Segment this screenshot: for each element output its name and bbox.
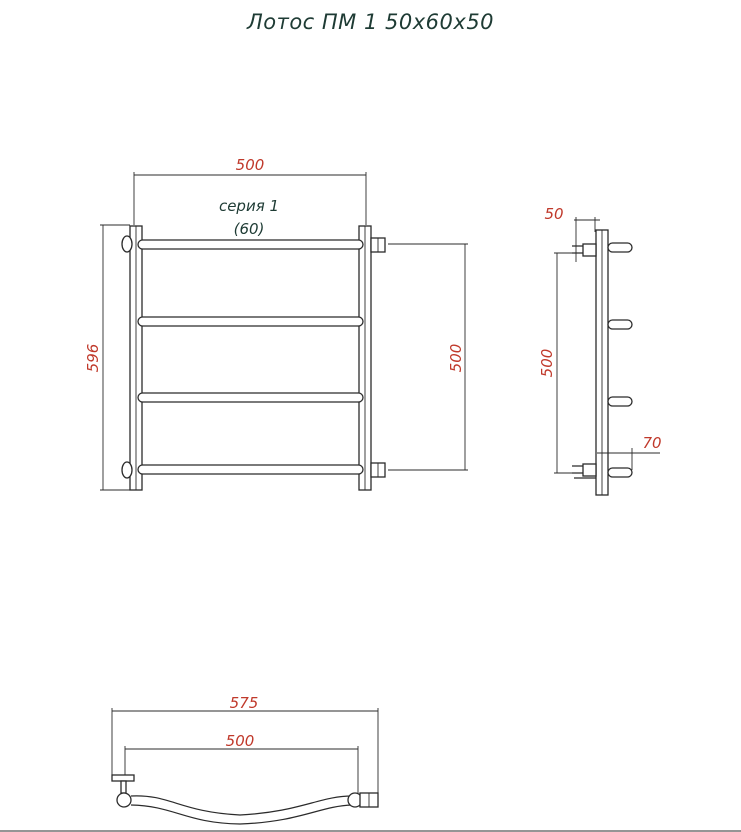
front-width-dimension: 500	[133, 156, 367, 225]
front-width-label: 500	[236, 156, 265, 174]
drawing-title: Лотос ПМ 1 50х60х50	[246, 10, 495, 34]
top-overall-dimension: 575	[111, 694, 379, 795]
side-center-dimension: 500	[538, 252, 580, 474]
side-depth-dimension: 70	[597, 434, 662, 470]
top-center-label: 500	[226, 732, 255, 750]
side-depth-label: 70	[642, 434, 661, 452]
front-center-label: 500	[447, 344, 465, 373]
top-right-connector	[347, 792, 379, 808]
side-center-label: 500	[538, 349, 556, 378]
front-height-label: 596	[84, 344, 102, 373]
side-offset-dimension: 50	[544, 205, 600, 262]
side-offset-label: 50	[544, 205, 563, 223]
front-center-dimension: 500	[388, 243, 468, 471]
side-view: 50 500	[538, 205, 662, 496]
top-overall-label: 575	[230, 694, 259, 712]
front-height-dimension: 596	[84, 224, 130, 491]
right-post	[358, 225, 386, 491]
top-center-dimension: 500	[124, 732, 359, 795]
top-left-mount	[111, 774, 135, 808]
left-post	[121, 225, 143, 491]
top-view: 575 500	[111, 694, 379, 825]
series-label: серия 1	[219, 197, 279, 215]
series-size-label: (60)	[234, 220, 265, 238]
top-curved-rung	[130, 795, 353, 816]
side-rungs	[607, 242, 633, 478]
rungs	[137, 239, 364, 475]
side-wall-mounts	[572, 243, 597, 479]
front-view: 500 серия 1 (60) 596 500	[84, 156, 468, 491]
